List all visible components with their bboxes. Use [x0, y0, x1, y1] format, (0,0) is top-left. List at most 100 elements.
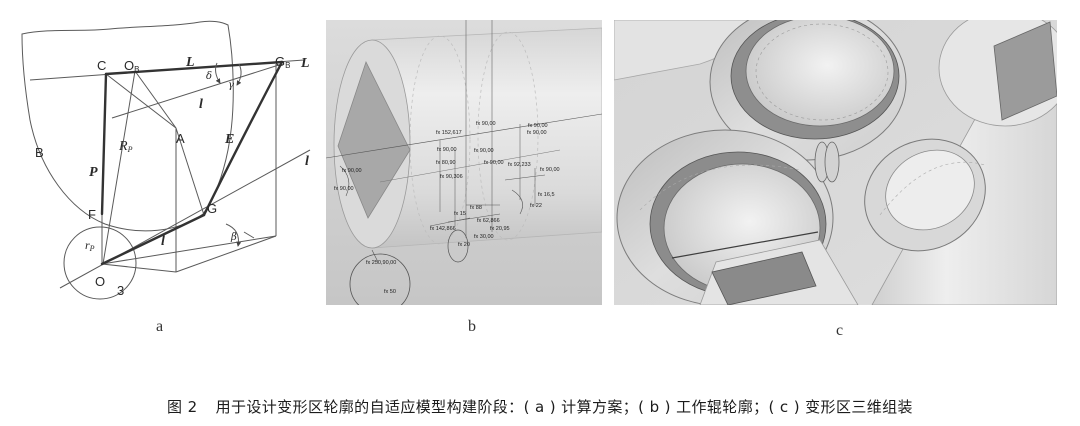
panel-label-c: c — [836, 322, 843, 339]
label-RP: RP — [118, 139, 133, 154]
label-l-lower: l — [161, 234, 165, 249]
dimension-lines — [429, 124, 546, 227]
annotation: fx 20 — [458, 242, 470, 248]
roll-outline-B — [21, 20, 234, 232]
right-collar-dashed — [879, 161, 986, 216]
label-rP: rP — [85, 238, 95, 253]
angle-delta-arc — [215, 62, 221, 84]
annotation: fx 90,306 — [440, 174, 463, 180]
annotation: fx 90,00 — [528, 123, 548, 129]
label-B: B — [35, 145, 44, 160]
construction-line-horizontal-2 — [379, 149, 561, 183]
label-F: F — [88, 207, 96, 222]
figure-panels: C OB L δ γ GB L l A B RP E P l F G β rP … — [21, 20, 1057, 339]
construction-line-horizontal — [326, 113, 602, 159]
thick-line-P — [100, 72, 108, 216]
contact-lens-right — [824, 141, 840, 183]
label-C: C — [97, 58, 106, 73]
right-collar-inner — [885, 149, 975, 231]
annotation: fx 16,5 — [538, 192, 555, 198]
label-OB-sub: B — [134, 65, 139, 74]
line-l-upper — [111, 63, 283, 119]
label-gamma: γ — [228, 80, 234, 91]
annotation: fx 20,95 — [490, 226, 510, 232]
label-delta: δ — [206, 71, 212, 82]
annotation: fx 90,00 — [342, 168, 362, 174]
annotation: fx 90,00 — [527, 130, 547, 136]
top-right-flat-face — [993, 21, 1057, 121]
annotation: fx 50 — [384, 289, 396, 295]
detail-circle — [349, 253, 411, 305]
figure-caption: 图 2 用于设计变形区轮廓的自适应模型构建阶段：( a ) 计算方案；( b ) … — [0, 396, 1080, 422]
thick-line-L — [104, 60, 284, 76]
label-GB-main: G — [275, 54, 285, 69]
label-rP-sub: P — [89, 244, 95, 253]
label-GB-sub: B — [285, 61, 290, 70]
annotation: fx 30,00 — [474, 234, 494, 240]
line-OB-O — [102, 70, 136, 265]
annotation: fx 90,00 — [484, 160, 504, 166]
annotation: fx 88 — [470, 205, 482, 211]
bottom-ring-dashed — [639, 164, 801, 211]
angle-beta-arc — [225, 223, 242, 247]
line-base-left — [101, 263, 177, 273]
annotation: fx 90,00 — [474, 148, 494, 154]
line-C-A — [105, 73, 177, 129]
annotation: fx 22 — [530, 203, 542, 209]
line-A-G — [175, 127, 205, 216]
annotation: fx 90,00 — [334, 186, 354, 192]
label-L-right: L — [300, 56, 310, 71]
label-L-top: L — [185, 55, 195, 70]
panel-a-calculation-scheme: C OB L δ γ GB L l A B RP E P l F G β rP … — [21, 20, 311, 300]
annotation: fx 92,233 — [508, 162, 531, 168]
roll-sketch-ellipse-2 — [477, 31, 539, 241]
figure-number: 图 2 — [167, 398, 198, 416]
label-region-3: 3 — [117, 283, 124, 298]
label-l-right: l — [305, 154, 309, 169]
label-rP-main: r — [85, 238, 90, 252]
label-beta: β — [230, 232, 237, 243]
label-OB: OB — [124, 58, 139, 74]
annotation: fx 90,00 — [437, 147, 457, 153]
detail-ellipse — [447, 229, 469, 263]
detail-leader — [371, 249, 379, 263]
label-A: A — [176, 131, 185, 146]
label-O: O — [95, 274, 105, 289]
line-base-right — [175, 235, 277, 273]
thick-line-O-G — [100, 213, 206, 266]
top-ring-bore — [745, 20, 895, 127]
dimension-arc-left — [339, 165, 350, 197]
angle-beta-tick — [243, 231, 255, 239]
roll-sketch-ellipse-1 — [409, 35, 471, 245]
bottom-ring-flat-chord — [671, 231, 819, 259]
label-E: E — [224, 132, 234, 147]
annotation: fx 15 — [454, 211, 466, 217]
label-GB: GB — [275, 54, 290, 70]
panel-label-a: a — [156, 318, 163, 335]
annotation: fx 250,90,00 — [366, 260, 396, 266]
annotation: fx 152,617 — [436, 130, 462, 136]
label-P: P — [89, 165, 98, 180]
thick-line-E — [202, 60, 284, 217]
figure-caption-text: 用于设计变形区轮廓的自适应模型构建阶段：( a ) 计算方案；( b ) 工作辊… — [215, 398, 913, 416]
line-OB-A — [134, 70, 177, 129]
label-RP-main: R — [118, 139, 128, 154]
panel-label-b: b — [468, 318, 476, 335]
annotation: fx 62,866 — [477, 218, 500, 224]
label-l-upper: l — [199, 97, 203, 112]
panel-c-3d-assembly — [614, 20, 1057, 305]
label-RP-sub: P — [127, 145, 133, 154]
dimension-arc-right — [511, 189, 523, 215]
line-O-base — [101, 235, 277, 265]
top-ring-bore-edge — [755, 23, 889, 121]
annotation: fx 90,00 — [540, 167, 560, 173]
angle-gamma-arc — [236, 63, 242, 86]
roll-diamond-pass — [337, 60, 411, 219]
label-G: G — [207, 201, 217, 216]
label-OB-main: O — [124, 58, 134, 73]
annotation: fx 142,866 — [430, 226, 456, 232]
annotation: fx 90,00 — [476, 121, 496, 127]
circle-region-3 — [63, 226, 137, 300]
bottom-shaft-flat-face — [711, 251, 817, 305]
annotation: fx 80,90 — [436, 160, 456, 166]
